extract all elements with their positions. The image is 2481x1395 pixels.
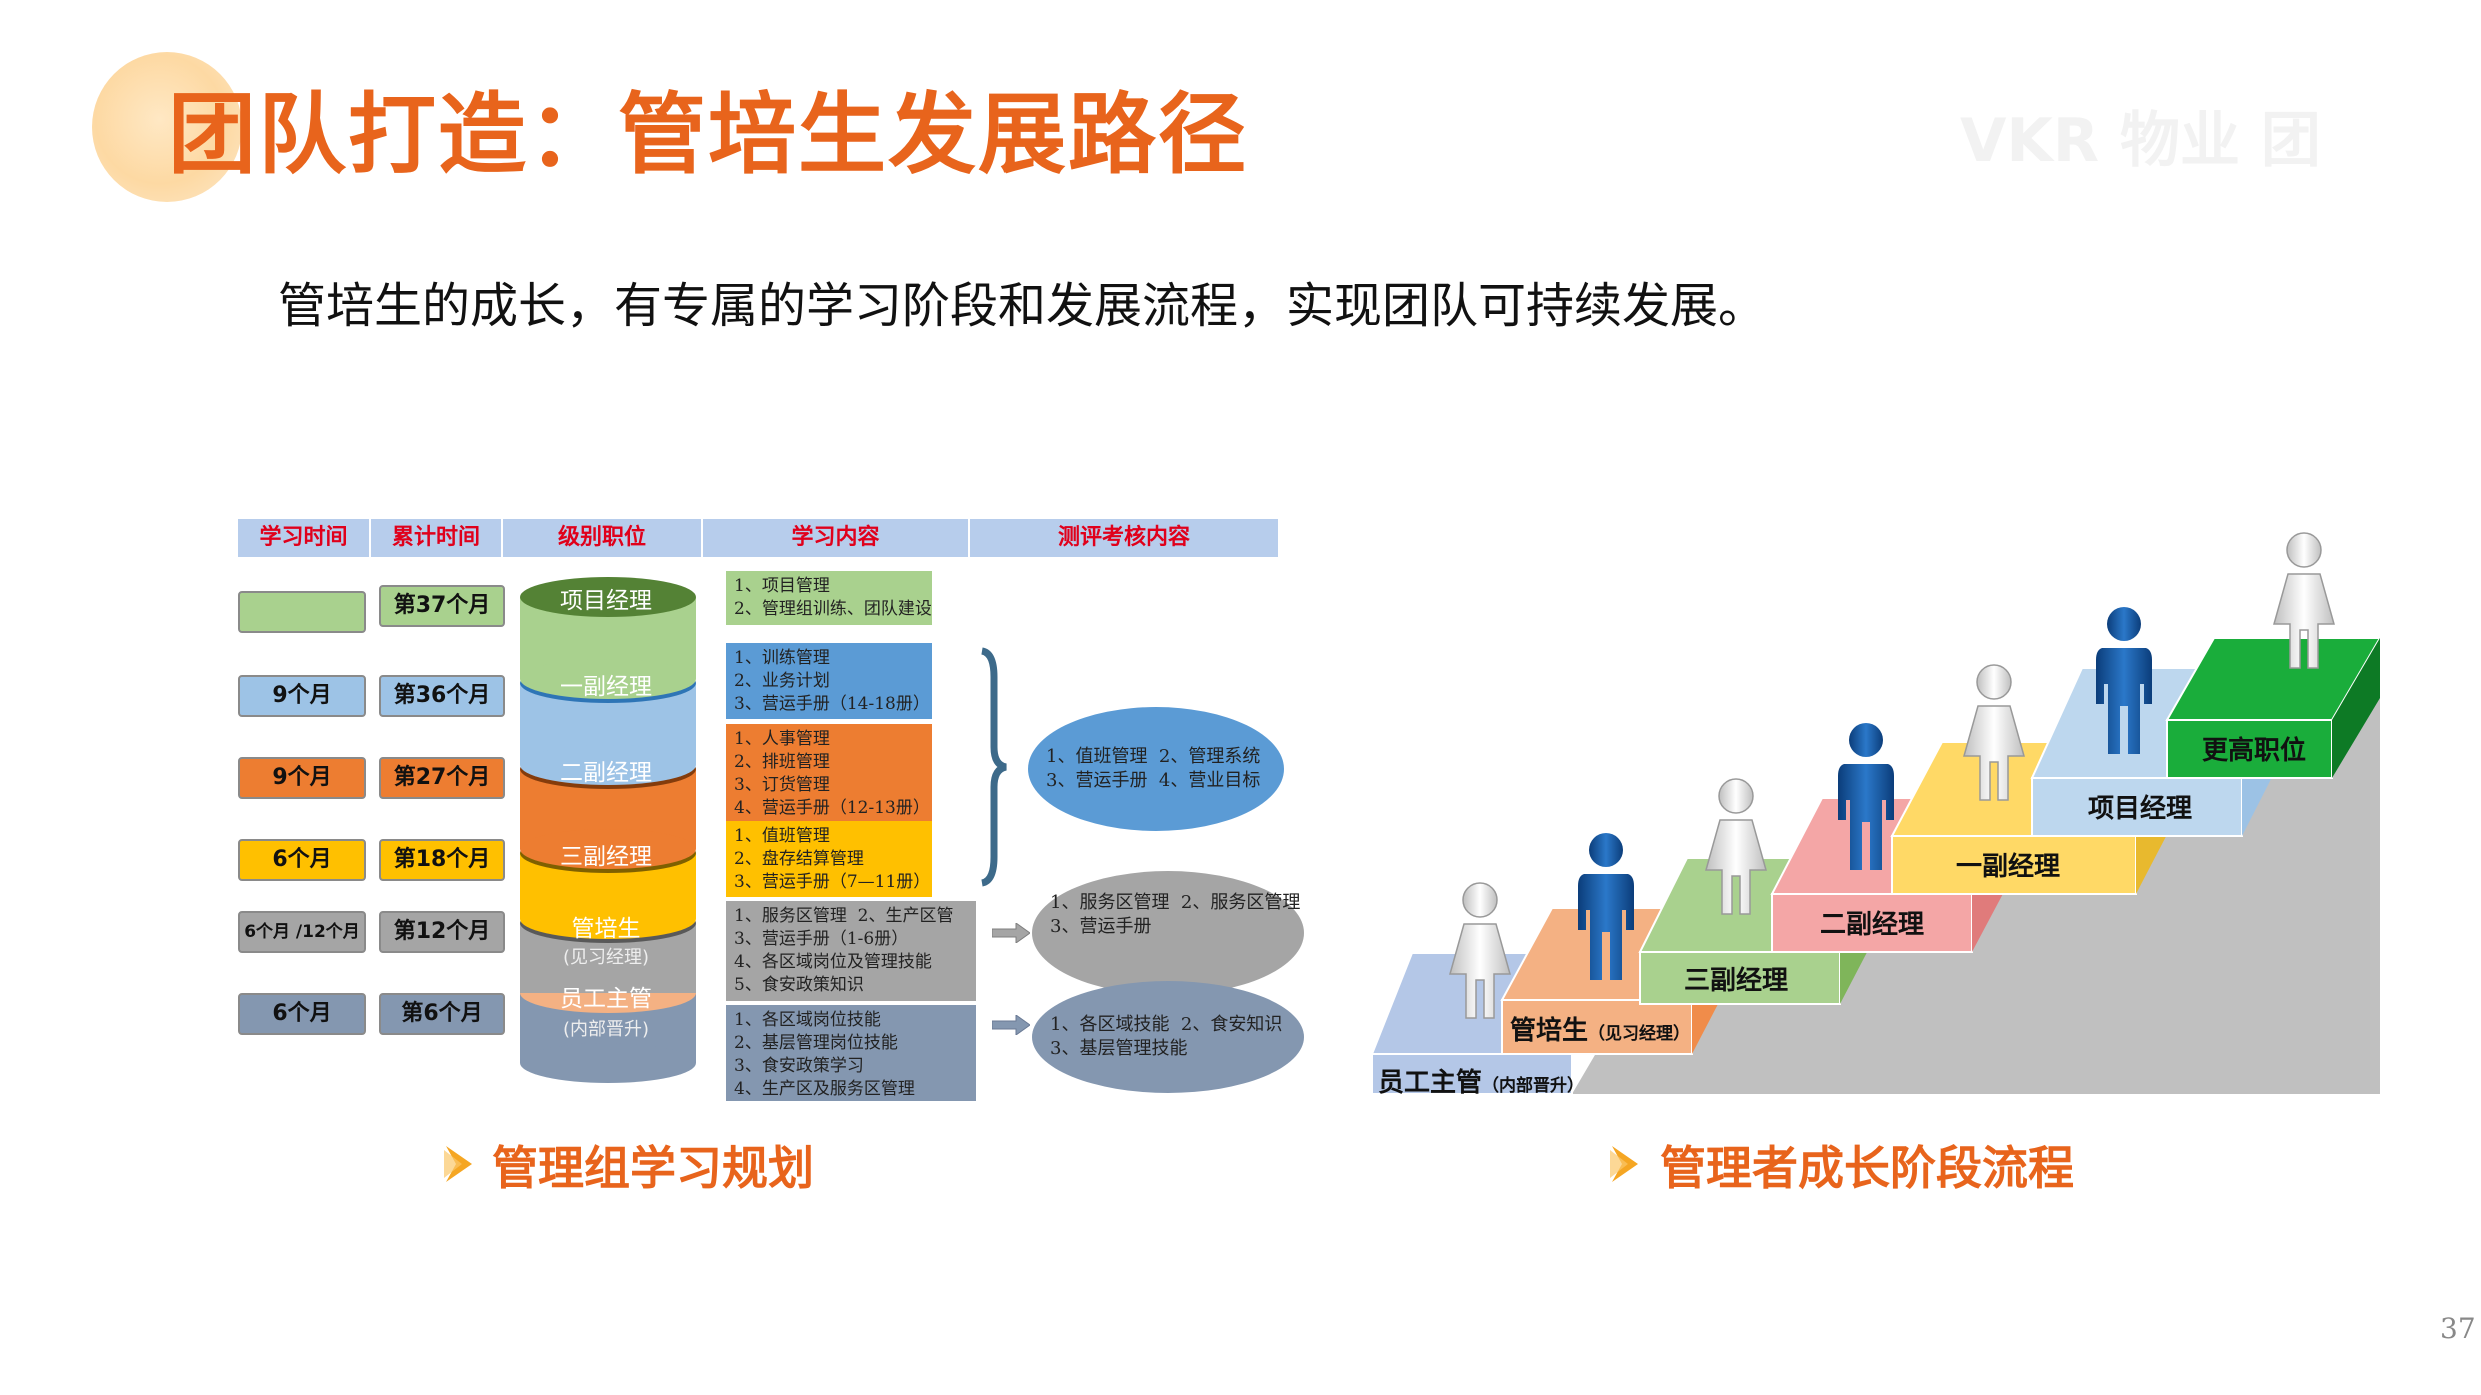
content-box: 1、各区域岗位技能 2、基层管理岗位技能 3、食安政策学习 4、生产区及服务区管… bbox=[726, 1005, 976, 1101]
study-time-pill: 6个月 /12个月 bbox=[238, 911, 366, 953]
level-label: 员工主管 bbox=[560, 986, 652, 1012]
header-content: 学习内容 bbox=[703, 519, 970, 557]
cumulative-time-pill: 第37个月 bbox=[379, 585, 505, 627]
content-box: 1、训练管理 2、业务计划 3、营运手册（14-18册） bbox=[726, 643, 932, 719]
step-name: 管培生 bbox=[1510, 1016, 1589, 1046]
title-decor-circle bbox=[92, 52, 242, 202]
step-label: 员工主管（内部晋升） bbox=[1378, 1062, 1584, 1099]
study-time-pill: 6个月 bbox=[238, 839, 366, 881]
level-label: 项目经理 bbox=[560, 588, 652, 614]
page-number: 37 bbox=[2440, 1312, 2476, 1345]
study-time-pill: 6个月 bbox=[238, 993, 366, 1035]
step-name: 一副经理 bbox=[1956, 852, 2061, 882]
level-label: 二副经理 bbox=[560, 760, 652, 786]
content-box: 1、服务区管理 2、生产区管 3、营运手册（1-6册） 4、各区域岗位及管理技能… bbox=[726, 901, 976, 1001]
step-label: 项目经理 bbox=[2088, 788, 2192, 825]
cumulative-time-pill: 第6个月 bbox=[379, 993, 505, 1035]
caption-growth-process: 管理者成长阶段流程 bbox=[1660, 1141, 2074, 1195]
header-cumulative-time: 累计时间 bbox=[371, 519, 503, 557]
chevron-right-icon bbox=[444, 1146, 472, 1182]
level-label: 管培生 bbox=[571, 916, 641, 942]
content-box: 1、人事管理 2、排班管理 3、订货管理 4、营运手册（12-13册） bbox=[726, 724, 932, 822]
header-level: 级别职位 bbox=[503, 519, 703, 557]
step-label: 更高职位 bbox=[2202, 730, 2306, 767]
assessment-text: 1、各区域技能 2、食安知识 3、基层管理技能 bbox=[1050, 1014, 1283, 1059]
level-cylinder-stack bbox=[520, 577, 696, 1083]
content-box: 1、值班管理 2、盘存结算管理 3、营运手册（7—11册） bbox=[726, 821, 932, 897]
learning-plan-chart: 学习时间 累计时间 级别职位 学习内容 测评考核内容 9个月 9个月 6个月 6… bbox=[238, 519, 1304, 1103]
study-time-pill: 9个月 bbox=[238, 757, 366, 799]
header-assessment: 测评考核内容 bbox=[1057, 525, 1190, 550]
assessment-ellipse: 1、值班管理 2、管理系统 3、营运手册 4、营业目标 bbox=[1028, 707, 1284, 831]
caption-learning-plan: 管理组学习规划 bbox=[492, 1141, 814, 1195]
step-label: 一副经理 bbox=[1956, 846, 2060, 883]
level-label: 三副经理 bbox=[560, 844, 652, 870]
table-header: 学习时间 累计时间 级别职位 学习内容 测评考核内容 bbox=[238, 519, 1278, 557]
assessment-ellipse: 1、各区域技能 2、食安知识 3、基层管理技能 bbox=[1032, 981, 1304, 1093]
cumulative-time-pill: 第18个月 bbox=[379, 839, 505, 881]
level-label: 一副经理 bbox=[560, 674, 652, 700]
arrow-right-icon bbox=[992, 923, 1030, 943]
cumulative-time-pill: 第36个月 bbox=[379, 675, 505, 717]
watermark-logo: VKR 物业 团 bbox=[1960, 106, 2321, 176]
subtitle: 管培生的成长，有专属的学习阶段和发展流程，实现团队可持续发展。 bbox=[278, 278, 1767, 334]
chevron-right-icon bbox=[1610, 1146, 1638, 1182]
content-box: 1、项目管理 2、管理组训练、团队建设 bbox=[726, 571, 932, 625]
step-name: 员工主管 bbox=[1378, 1068, 1483, 1098]
study-time-pill bbox=[238, 591, 366, 633]
step-name: 二副经理 bbox=[1820, 910, 1925, 940]
curly-brace-icon bbox=[981, 647, 1007, 887]
assessment-text: 1、服务区管理 2、服务区管理 3、营运手册 bbox=[1050, 892, 1301, 937]
level-sublabel: (见习经理) bbox=[562, 947, 650, 968]
staircase-graphic bbox=[1372, 532, 2382, 1095]
assessment-text: 1、值班管理 2、管理系统 3、营运手册 4、营业目标 bbox=[1046, 746, 1261, 791]
step-name: 三副经理 bbox=[1684, 966, 1789, 996]
level-sublabel: (内部晋升) bbox=[562, 1019, 650, 1040]
step-label: 管培生（见习经理） bbox=[1510, 1010, 1690, 1047]
cumulative-time-pill: 第27个月 bbox=[379, 757, 505, 799]
step-name: 项目经理 bbox=[2088, 794, 2193, 824]
page-title: 团队打造：管培生发展路径 bbox=[168, 83, 1249, 186]
step-label: 三副经理 bbox=[1684, 960, 1788, 997]
step-note: （内部晋升） bbox=[1482, 1076, 1585, 1096]
arrow-right-icon bbox=[992, 1015, 1030, 1035]
growth-staircase-chart: 员工主管（内部晋升） 管培生（见习经理） 三副经理 二副经理 一副经理 项目经理… bbox=[1372, 528, 2392, 1108]
step-name: 更高职位 bbox=[2202, 736, 2307, 766]
step-label: 二副经理 bbox=[1820, 904, 1924, 941]
study-time-pill: 9个月 bbox=[238, 675, 366, 717]
assessment-ellipse: 1、服务区管理 2、服务区管理 3、营运手册 bbox=[1032, 871, 1304, 995]
step-note: （见习经理） bbox=[1588, 1024, 1691, 1044]
header-study-time: 学习时间 bbox=[238, 519, 371, 557]
cumulative-time-pill: 第12个月 bbox=[379, 911, 505, 953]
